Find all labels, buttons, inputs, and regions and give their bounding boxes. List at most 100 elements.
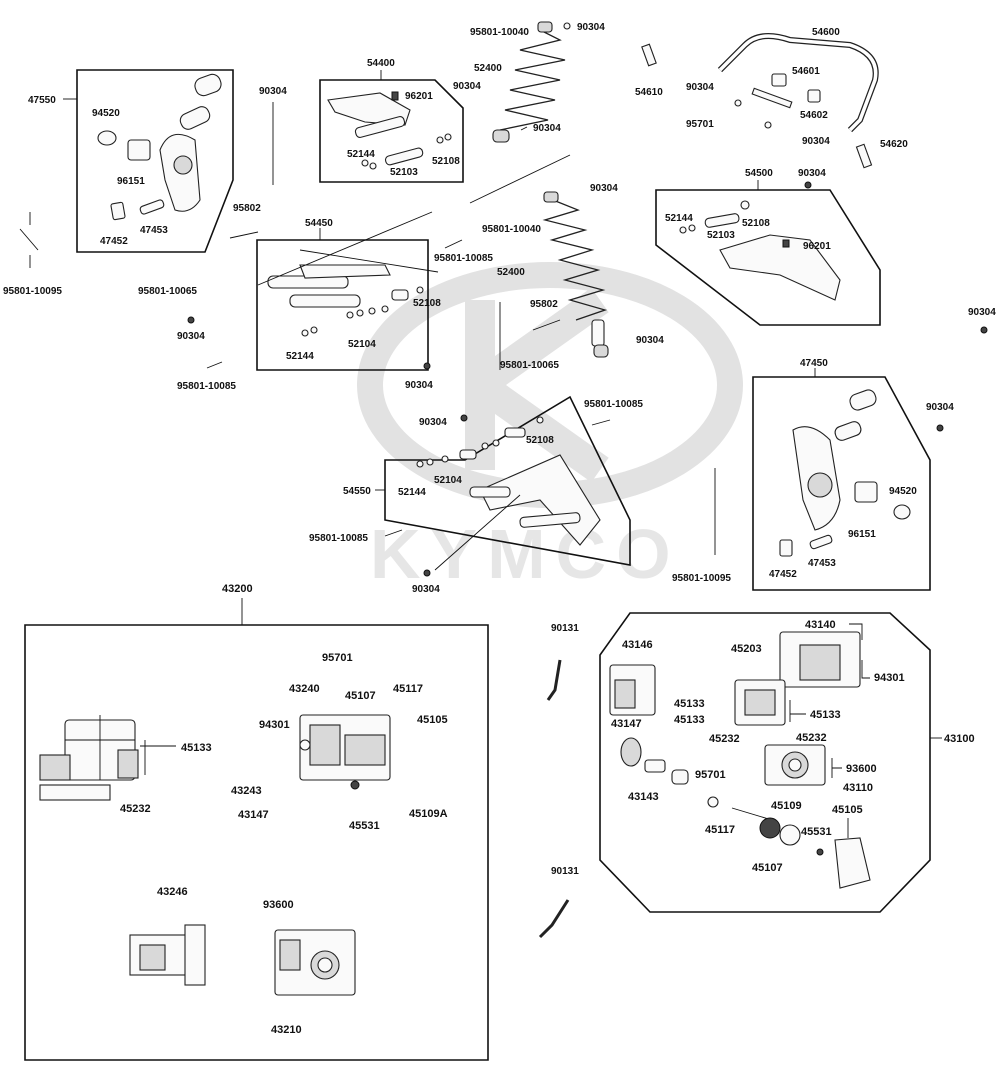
label-90304: 90304 (590, 183, 618, 194)
arm-group-54550 (375, 395, 631, 571)
arm-group-54450 (256, 211, 439, 371)
label-45133: 45133 (674, 698, 705, 710)
label-96201: 96201 (405, 91, 433, 102)
label-52400: 52400 (497, 267, 525, 278)
label-90304: 90304 (177, 331, 205, 342)
label-45133: 45133 (810, 709, 841, 721)
label-90304: 90304 (453, 81, 481, 92)
label-54400: 54400 (367, 58, 395, 69)
label-52104: 52104 (348, 339, 376, 350)
label-95801-10040: 95801-10040 (482, 224, 541, 235)
label-45117: 45117 (393, 683, 423, 695)
label-95701: 95701 (695, 769, 726, 781)
label-96151: 96151 (848, 529, 876, 540)
loose-bolts (19, 102, 988, 939)
label-95701: 95701 (322, 652, 353, 664)
label-90304: 90304 (926, 402, 954, 413)
label-54601: 54601 (792, 66, 820, 77)
label-95802: 95802 (233, 203, 261, 214)
label-52144: 52144 (665, 213, 693, 224)
label-90304: 90304 (802, 136, 830, 147)
label-45109A: 45109A (409, 808, 448, 820)
label-90304: 90304 (968, 307, 996, 318)
label-90304: 90304 (686, 82, 714, 93)
label-54550: 54550 (343, 486, 371, 497)
label-96201: 96201 (803, 241, 831, 252)
label-94301: 94301 (874, 672, 905, 684)
label-52144: 52144 (398, 487, 426, 498)
arm-group-54500 (655, 180, 881, 326)
label-90304: 90304 (405, 380, 433, 391)
label-52144: 52144 (286, 351, 314, 362)
label-52108: 52108 (526, 435, 554, 446)
leader-lines (140, 623, 870, 838)
label-95802: 95802 (530, 299, 558, 310)
label-47550: 47550 (28, 95, 56, 106)
label-95801-10085: 95801-10085 (177, 381, 236, 392)
label-90304: 90304 (577, 22, 605, 33)
label-95801-10065: 95801-10065 (500, 360, 559, 371)
label-96151: 96151 (117, 176, 145, 187)
label-90304: 90304 (419, 417, 447, 428)
label-54610: 54610 (635, 87, 663, 98)
part-number-labels: 47550 94520 96151 47452 47453 90304 9580… (3, 22, 996, 1036)
label-52108: 52108 (432, 156, 460, 167)
label-90304: 90304 (259, 86, 287, 97)
label-95801-10040: 95801-10040 (470, 27, 529, 38)
label-95701: 95701 (686, 119, 714, 130)
label-93600: 93600 (846, 763, 877, 775)
label-95801-10085: 95801-10085 (309, 533, 368, 544)
label-43143: 43143 (628, 791, 659, 803)
label-45232: 45232 (120, 803, 151, 815)
label-94520: 94520 (889, 486, 917, 497)
knuckle-group-47550 (63, 69, 234, 253)
label-45133: 45133 (674, 714, 705, 726)
label-90131: 90131 (551, 866, 579, 877)
label-43243: 43243 (231, 785, 262, 797)
label-43100: 43100 (944, 733, 975, 745)
label-54450: 54450 (305, 218, 333, 229)
label-52108: 52108 (413, 298, 441, 309)
label-43210: 43210 (271, 1024, 302, 1036)
label-45107: 45107 (345, 690, 376, 702)
label-45105: 45105 (417, 714, 448, 726)
label-45203: 45203 (731, 643, 762, 655)
label-94301: 94301 (259, 719, 290, 731)
label-52400: 52400 (474, 63, 502, 74)
label-45133: 45133 (181, 742, 212, 754)
label-45107: 45107 (752, 862, 783, 874)
label-52103: 52103 (707, 230, 735, 241)
shock-absorber-middle (469, 154, 609, 370)
label-95801-10085: 95801-10085 (584, 399, 643, 410)
label-94520: 94520 (92, 108, 120, 119)
label-47453: 47453 (140, 225, 168, 236)
label-95801-10095: 95801-10095 (672, 573, 731, 584)
label-52103: 52103 (390, 167, 418, 178)
label-54620: 54620 (880, 139, 908, 150)
kymco-watermark: KYMCO (357, 262, 743, 593)
label-45232: 45232 (709, 733, 740, 745)
label-52144: 52144 (347, 149, 375, 160)
label-54602: 54602 (800, 110, 828, 121)
shock-absorber-upper (492, 21, 571, 143)
label-52104: 52104 (434, 475, 462, 486)
label-43246: 43246 (157, 886, 188, 898)
label-52108: 52108 (742, 218, 770, 229)
label-54500: 54500 (745, 168, 773, 179)
label-93600: 93600 (263, 899, 294, 911)
label-45232: 45232 (796, 732, 827, 744)
label-45105: 45105 (832, 804, 863, 816)
label-45531: 45531 (801, 826, 832, 838)
label-54600: 54600 (812, 27, 840, 38)
stabilizer-bar-54600 (641, 33, 879, 169)
label-47452: 47452 (100, 236, 128, 247)
arm-group-54400 (319, 70, 464, 183)
label-90304: 90304 (798, 168, 826, 179)
label-90304: 90304 (533, 123, 561, 134)
label-90304: 90304 (412, 584, 440, 595)
label-47450: 47450 (800, 358, 828, 369)
label-43200: 43200 (222, 583, 253, 595)
label-47453: 47453 (808, 558, 836, 569)
label-47452: 47452 (769, 569, 797, 580)
